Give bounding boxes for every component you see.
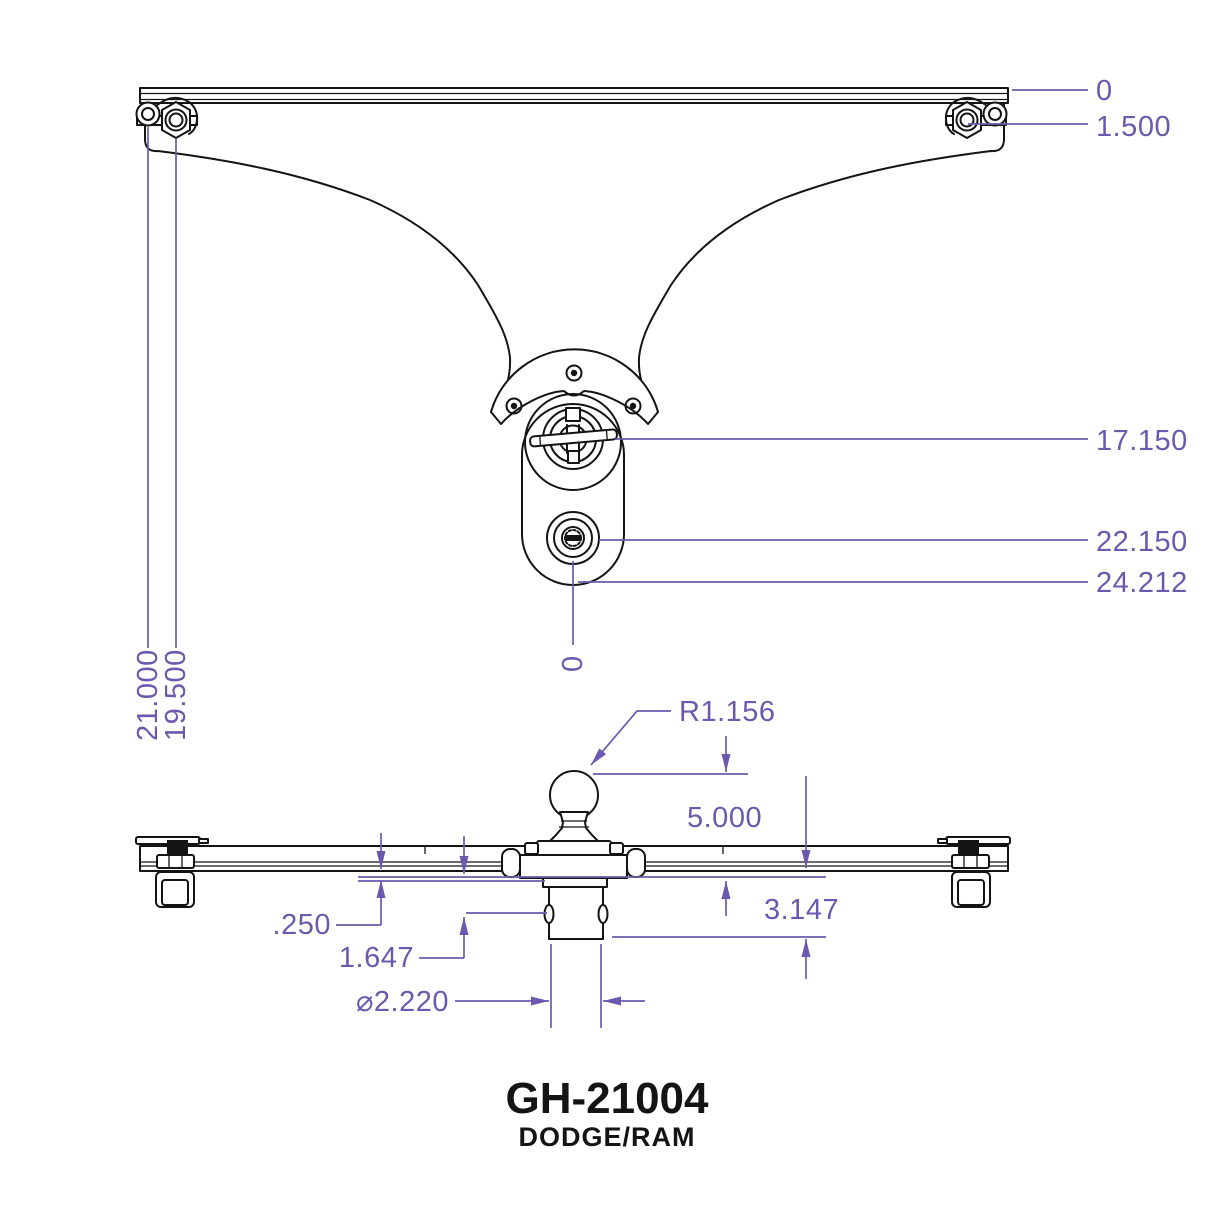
center-housing [519,854,628,879]
dim-ball-height: 5.000 [687,802,762,834]
side-view-dimensions: .250 1.647 3.147 5.000 R1.156 [273,696,839,1028]
dim-pin-row: 1.500 [1096,111,1171,143]
fan-plate [490,348,659,425]
dim-plate-end: 24.212 [1096,567,1188,599]
ball-pocket-circle [524,393,622,491]
dim-knob-center: 22.150 [1096,526,1188,558]
hitch-pin-right-side [937,836,1011,908]
ball-and-shank [501,770,646,940]
top-view-dimensions: 0 1.500 17.150 22.150 24.212 21.000 19.5… [132,75,1188,741]
shank [548,886,604,940]
latch-pin-right [626,848,646,878]
part-number: GH-21004 [505,1074,709,1123]
dim-handle-center: 17.150 [1096,425,1188,457]
top-view: 0 1.500 17.150 22.150 24.212 21.000 19.5… [132,75,1188,741]
bolt-holes [505,364,642,415]
dim-ball-radius: R1.156 [679,696,776,728]
side-view: .250 1.647 3.147 5.000 R1.156 [135,696,1011,1028]
hitch-pin-right-top [944,96,1008,139]
crossbar [139,87,1009,104]
dim-center-origin: 0 [557,655,589,672]
vehicle-application: DODGE/RAM [519,1122,696,1152]
dim-inner-pin: 19.500 [160,649,192,741]
latch-pin-left [501,848,521,878]
dim-underbed-drop: 3.147 [764,894,839,926]
hitch-pin-left-top [135,96,199,139]
title-block: GH-21004 DODGE/RAM [505,1074,709,1152]
latch-handle [529,407,618,470]
dim-origin-top: 0 [1096,75,1113,107]
hitch-pin-left-side [135,836,209,908]
dim-outer-pin: 21.000 [132,649,164,741]
release-knob [546,511,600,565]
dim-pin-to-rail: 1.647 [339,942,414,974]
dim-shank-diameter: ⌀2.220 [356,986,449,1018]
dim-rail-step: .250 [273,909,331,941]
